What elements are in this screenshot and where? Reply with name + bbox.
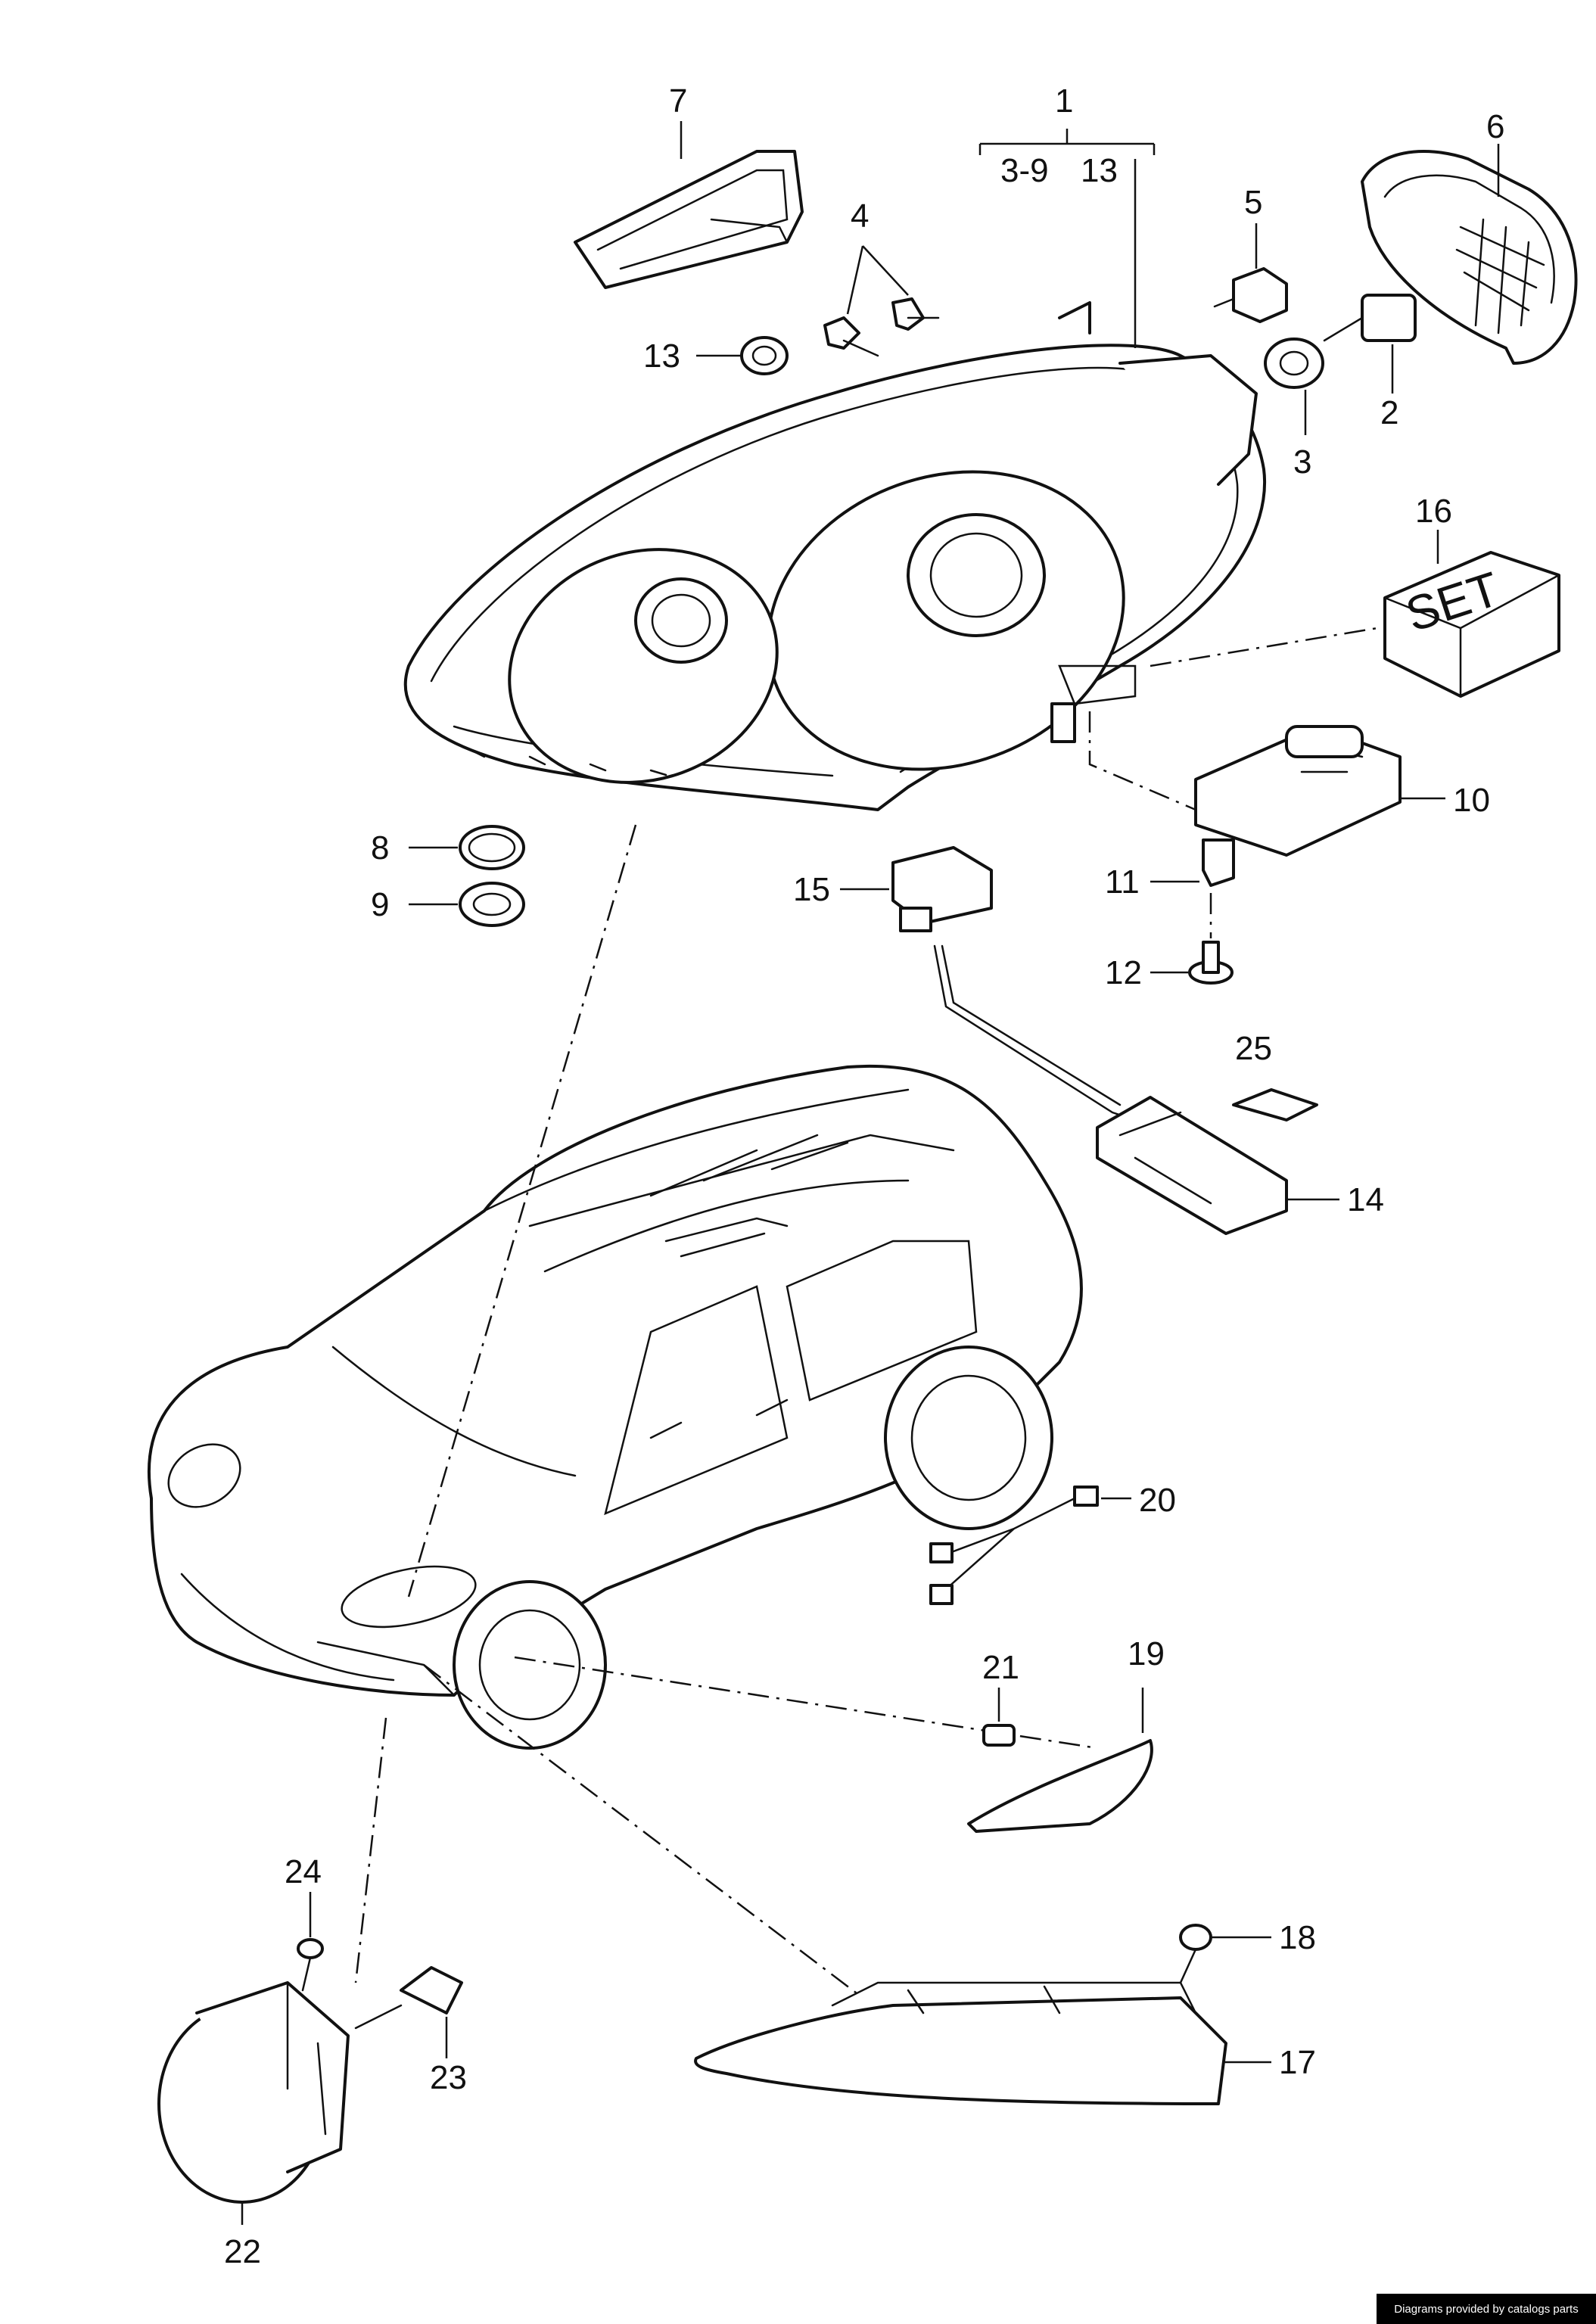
credit-badge: Diagrams provided by catalogs parts	[1377, 2294, 1596, 2324]
callout-7: 7	[669, 82, 687, 120]
callout-8: 8	[371, 829, 389, 866]
bulb-23[interactable]	[354, 1966, 463, 2030]
callout-15: 15	[793, 871, 830, 908]
callout-3-9: 3-9	[1000, 152, 1049, 189]
cable-mount[interactable]	[933, 944, 1288, 1235]
callout-24: 24	[285, 1853, 322, 1890]
seal-8[interactable]	[459, 825, 525, 870]
vehicle-illustration	[147, 1064, 1083, 1750]
daytime-running-light[interactable]	[694, 1981, 1227, 2105]
side-marker[interactable]	[967, 1739, 1153, 1833]
callout-17: 17	[1279, 2044, 1316, 2081]
rear-cover-frame[interactable]	[574, 150, 804, 289]
callout-6: 6	[1486, 108, 1504, 145]
clip[interactable]	[1232, 1088, 1318, 1122]
callout-12: 12	[1105, 954, 1142, 991]
xenon-bulb[interactable]	[1213, 267, 1288, 323]
callout-1-bracket	[978, 129, 1156, 348]
seal-9[interactable]	[459, 882, 525, 927]
actuator[interactable]	[891, 846, 993, 932]
bracket[interactable]	[1202, 838, 1235, 887]
callout-5: 5	[1244, 184, 1262, 221]
bulb-holder[interactable]	[1264, 338, 1324, 389]
gas-discharge-lamp[interactable]	[1323, 294, 1417, 342]
cover-grille[interactable]	[1361, 150, 1578, 365]
callout-21: 21	[982, 1649, 1019, 1686]
grommet[interactable]	[740, 336, 789, 375]
callout-9: 9	[371, 886, 389, 923]
callout-11: 11	[1105, 863, 1140, 901]
callout-2: 2	[1380, 394, 1398, 431]
screw-24[interactable]	[297, 1938, 324, 1992]
bulbs[interactable]	[823, 297, 940, 357]
callout-1: 1	[1055, 82, 1073, 120]
callout-10: 10	[1453, 782, 1490, 819]
callout-22: 22	[224, 2233, 261, 2270]
callout-19: 19	[1128, 1635, 1165, 1672]
callout-4: 4	[851, 198, 869, 235]
callout-13-top: 13	[1081, 152, 1118, 189]
headlight-assembly[interactable]	[403, 301, 1266, 820]
set-box[interactable]: SET	[1383, 551, 1560, 698]
callout-25: 25	[1235, 1030, 1272, 1067]
screw-18[interactable]	[1179, 1924, 1212, 1984]
control-unit[interactable]	[1194, 725, 1402, 857]
screw[interactable]	[1188, 941, 1234, 985]
callout-18: 18	[1279, 1919, 1316, 1956]
callout-20: 20	[1139, 1482, 1176, 1519]
callout-16: 16	[1415, 493, 1452, 530]
callout-3: 3	[1293, 443, 1311, 481]
callout-23: 23	[430, 2059, 467, 2096]
bulb-socket[interactable]	[982, 1724, 1016, 1747]
wiring-harness[interactable]	[929, 1486, 1099, 1605]
callout-13: 13	[643, 338, 680, 375]
fog-light[interactable]	[157, 1981, 350, 2204]
callout-14: 14	[1347, 1181, 1384, 1218]
